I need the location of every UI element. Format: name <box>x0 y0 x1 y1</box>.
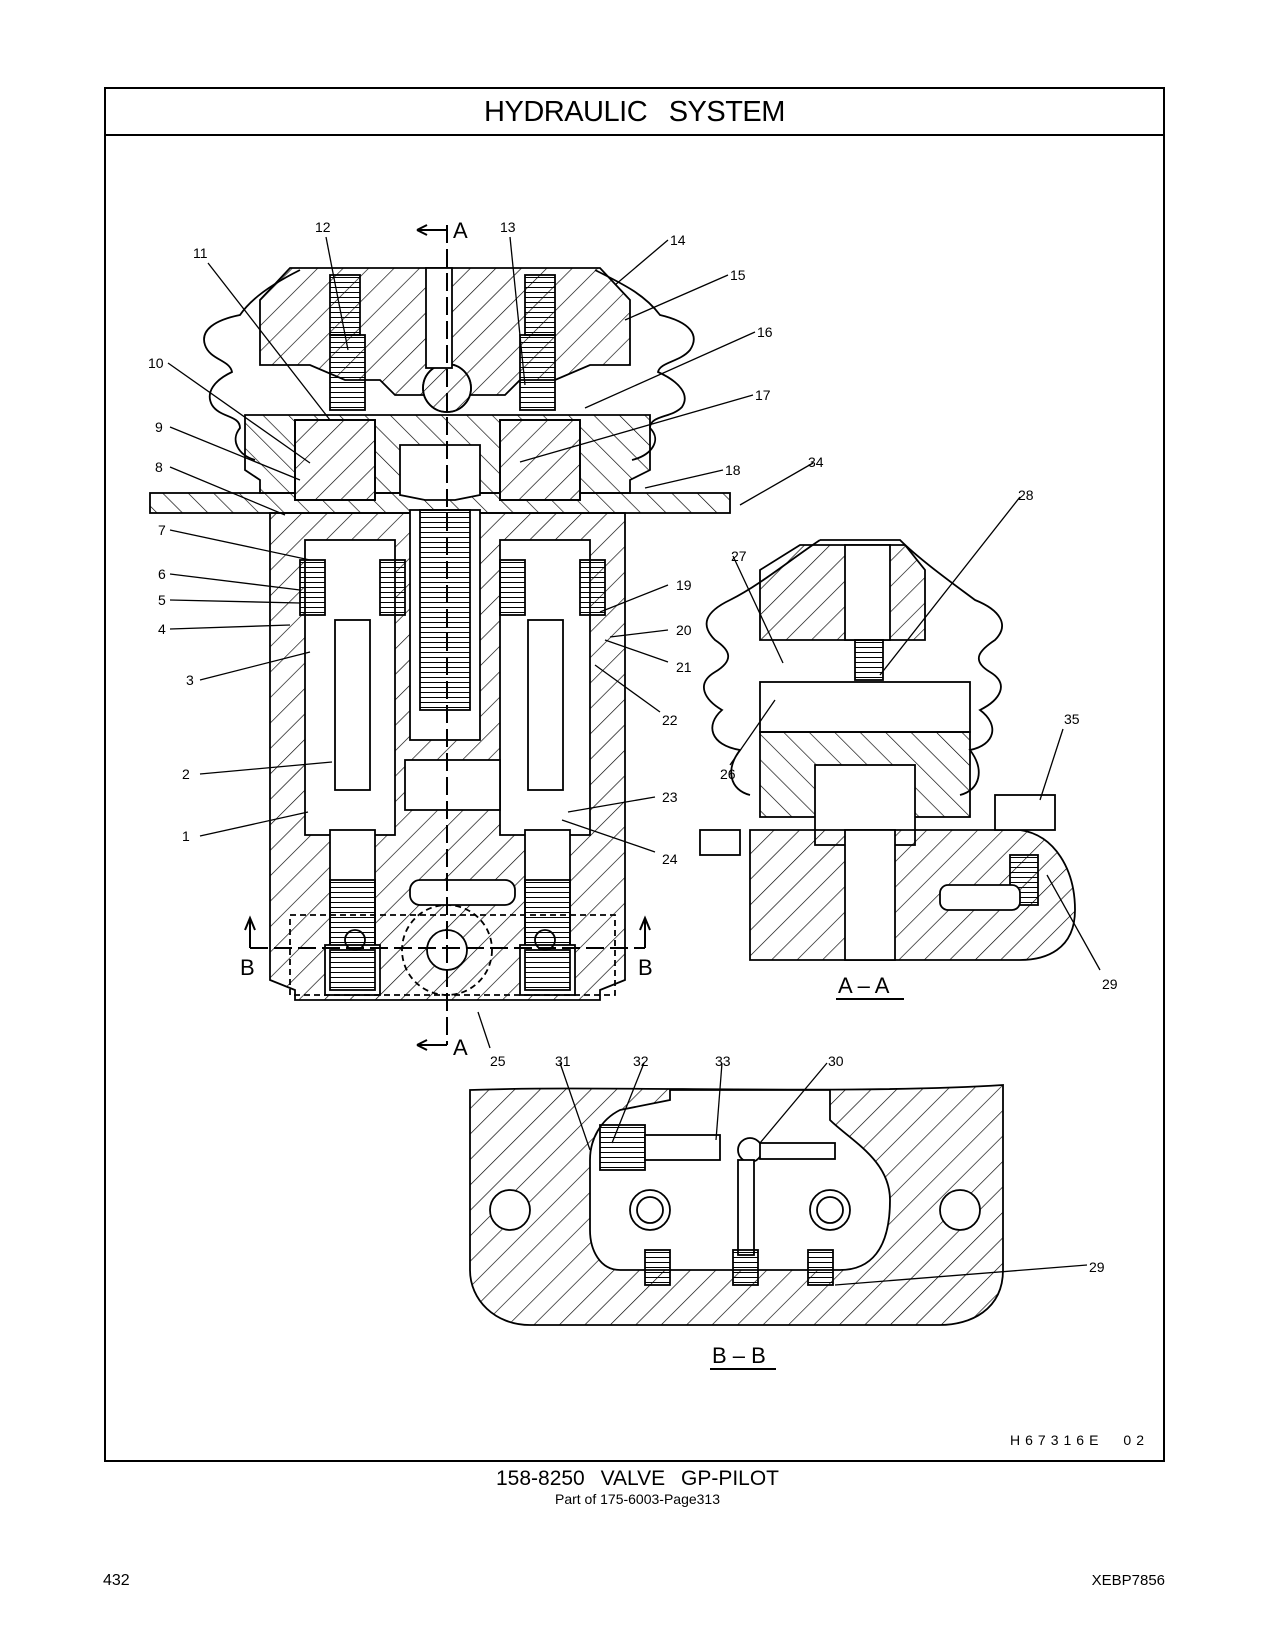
page-title: HYDRAULIC SYSTEM <box>106 89 1163 136</box>
figure-revision: 02 <box>1123 1432 1149 1448</box>
callout-1: 1 <box>182 828 190 844</box>
callout-10: 10 <box>148 355 164 371</box>
callout-11: 11 <box>193 245 208 261</box>
callout-14: 14 <box>670 232 686 248</box>
callout-22: 22 <box>662 712 678 728</box>
callout-13: 13 <box>500 219 516 235</box>
callout-29: 29 <box>1102 976 1118 992</box>
callout-18: 18 <box>725 462 741 478</box>
callout-33: 33 <box>715 1053 731 1069</box>
document-id: XEBP7856 <box>1091 1572 1165 1589</box>
callout-5: 5 <box>158 592 166 608</box>
callout-17: 17 <box>755 387 771 403</box>
callout-2: 2 <box>182 766 190 782</box>
figure-reference: H67316E 02 <box>990 1432 1149 1448</box>
callout-21: 21 <box>676 659 692 675</box>
figure-caption: 158-8250 VALVE GP-PILOT Part of 175-6003… <box>0 1467 1275 1507</box>
part-reference: Part of 175-6003-Page313 <box>554 1491 720 1507</box>
callout-4: 4 <box>158 621 166 637</box>
callout-8: 8 <box>155 459 163 475</box>
section-bb <box>469 1084 1004 1326</box>
callout-6: 6 <box>158 566 166 582</box>
callout-35: 35 <box>1064 711 1080 727</box>
leader-lines <box>167 236 1101 1286</box>
callout-32: 32 <box>633 1053 649 1069</box>
callout-31: 31 <box>555 1053 571 1069</box>
callout-24: 24 <box>662 851 678 867</box>
view-aa-label: A – A <box>838 973 890 998</box>
cut-b-left-label: B <box>240 955 255 980</box>
callout-labels: 1 2 3 4 5 6 7 8 9 10 11 12 13 14 15 16 1… <box>148 219 1118 1275</box>
callout-19: 19 <box>676 577 692 593</box>
callout-23: 23 <box>662 789 678 805</box>
page-number: 432 <box>103 1572 130 1589</box>
cut-b-right-label: B <box>638 955 653 980</box>
callout-16: 16 <box>757 324 773 340</box>
callout-28: 28 <box>1018 487 1034 503</box>
cut-a-bottom-label: A <box>453 1035 468 1060</box>
callout-15: 15 <box>730 267 746 283</box>
section-aa <box>699 539 1076 961</box>
callout-7: 7 <box>158 522 166 538</box>
callout-27: 27 <box>731 548 747 564</box>
callout-3: 3 <box>186 672 194 688</box>
drawing-frame: HYDRAULIC SYSTEM H67316E 02 <box>104 87 1165 1462</box>
view-bb-label: B – B <box>712 1343 766 1368</box>
callout-9: 9 <box>155 419 163 435</box>
callout-30: 30 <box>828 1053 844 1069</box>
section-cut-lines <box>244 224 651 1051</box>
main-section <box>149 267 731 1001</box>
part-name: 158-8250 VALVE GP-PILOT <box>495 1467 780 1490</box>
callout-29-bb: 29 <box>1089 1259 1105 1275</box>
figure-code: H67316E <box>1010 1432 1104 1448</box>
callout-26: 26 <box>720 766 736 782</box>
callout-34: 34 <box>808 454 824 470</box>
callout-12: 12 <box>315 219 331 235</box>
callout-20: 20 <box>676 622 692 638</box>
callout-25: 25 <box>490 1053 506 1069</box>
cut-a-top-label: A <box>453 218 468 243</box>
